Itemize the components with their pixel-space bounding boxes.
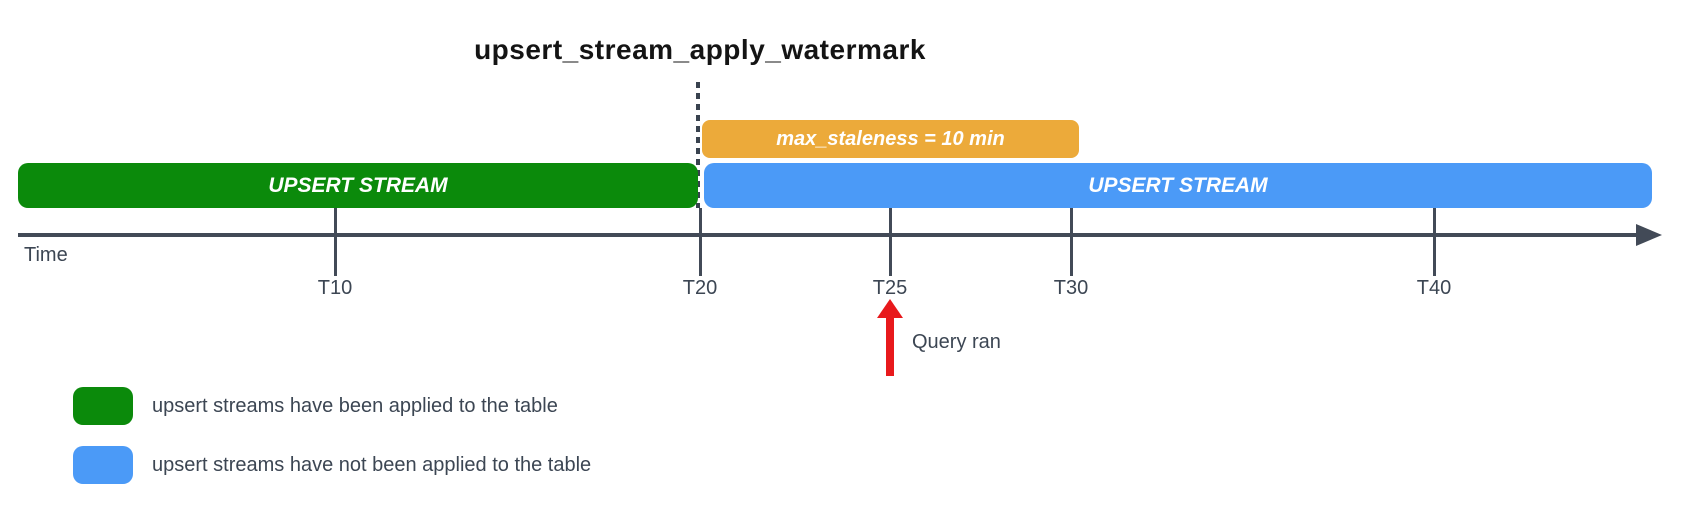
legend-swatch-applied [73, 387, 133, 425]
tick-t40 [1433, 208, 1436, 276]
tick-t20 [699, 208, 702, 276]
time-axis-line [18, 233, 1640, 237]
tick-t30 [1070, 208, 1073, 276]
upsert-stream-applied-bar: UPSERT STREAM [18, 163, 698, 208]
tick-t25 [889, 208, 892, 276]
upsert-stream-not-applied-bar-label: UPSERT STREAM [1088, 173, 1268, 197]
tick-label-t30: T30 [1053, 277, 1089, 299]
tick-t10 [334, 208, 337, 276]
tick-label-t20: T20 [682, 277, 718, 299]
query-ran-arrow-icon [877, 299, 903, 318]
tick-label-t25: T25 [872, 277, 908, 299]
max-staleness-bar-label: max_staleness = 10 min [776, 127, 1005, 150]
legend-label-not-applied: upsert streams have not been applied to … [152, 454, 592, 476]
legend-swatch-not-applied [73, 446, 133, 484]
query-ran-label: Query ran [912, 331, 1001, 353]
legend-label-applied: upsert streams have been applied to the … [152, 395, 558, 417]
tick-label-t10: T10 [317, 277, 353, 299]
watermark-dashed-line [696, 82, 700, 208]
tick-label-t40: T40 [1416, 277, 1452, 299]
time-axis-label: Time [24, 244, 68, 266]
upsert-stream-applied-bar-label: UPSERT STREAM [268, 173, 448, 197]
query-ran-arrow-shaft [886, 316, 894, 376]
upsert-stream-not-applied-bar: UPSERT STREAM [704, 163, 1652, 208]
max-staleness-bar: max_staleness = 10 min [702, 120, 1079, 158]
diagram-title: upsert_stream_apply_watermark [474, 34, 926, 65]
time-axis-arrowhead-icon [1636, 224, 1662, 246]
